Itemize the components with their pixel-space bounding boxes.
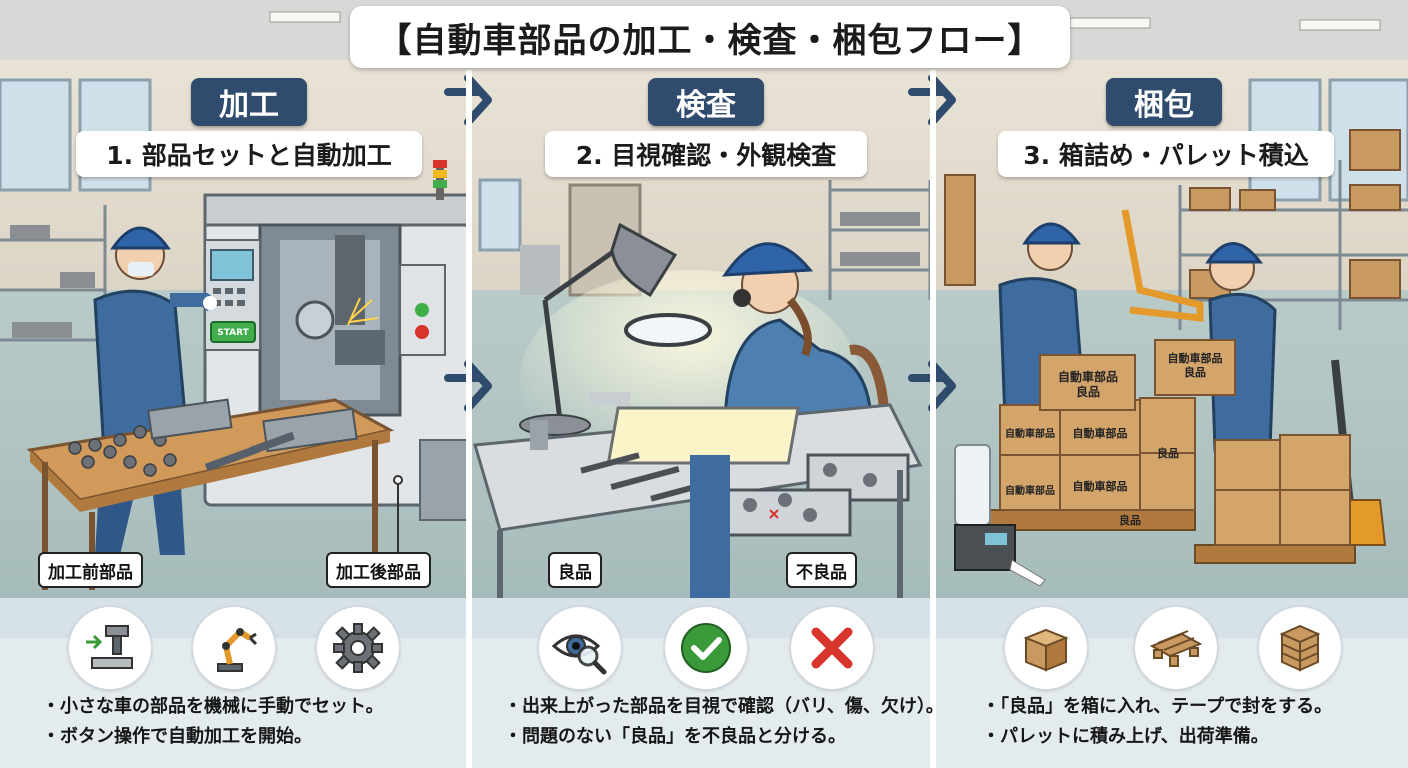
bullet-item: ・「良品」を箱に入れ、テープで封をする。 [982, 696, 1333, 717]
step-title-packing: 3. 箱詰め・パレット積込 [998, 131, 1334, 177]
check-icon [664, 606, 748, 690]
bullet-item: ・パレットに積み上げ、出荷準備。 [982, 726, 1269, 747]
label-defective-parts: 不良品 [786, 552, 857, 588]
bullet-item: ・ボタン操作で自動加工を開始。 [42, 726, 312, 747]
bullet-item: ・問題のない「良品」を不良品と分ける。 [504, 726, 846, 747]
step-title-inspection: 2. 目視確認・外観検査 [545, 131, 867, 177]
box-label: 良品 [1157, 447, 1179, 460]
box-label: 自動車部品良品 [1057, 370, 1118, 399]
label-processed-parts: 加工後部品 [326, 552, 431, 588]
label-unprocessed-parts: 加工前部品 [38, 552, 143, 588]
start-button: START [217, 328, 249, 338]
box-label: 自動車部品 [1072, 427, 1128, 440]
box-label: 自動車部品 [1005, 486, 1055, 497]
page-title: 【自動車部品の加工・検査・梱包フロー】 [350, 6, 1070, 68]
bullets-inspection: ・出来上がった部品を目視で確認（バリ、傷、欠け）。 ・問題のない「良品」を不良品… [504, 692, 944, 752]
step-title-machining: 1. 部品セットと自動加工 [76, 131, 422, 177]
cross-icon [790, 606, 874, 690]
box-icon [1004, 606, 1088, 690]
box-label: 自動車部品 [1005, 429, 1055, 440]
gear-icon [316, 606, 400, 690]
section-divider [930, 70, 936, 768]
box-label: 自動車部品良品 [1167, 352, 1223, 379]
cnc-machine-icon [68, 606, 152, 690]
box-label: 自動車部品 [1072, 480, 1128, 493]
label-good-parts: 良品 [548, 552, 602, 588]
stage-tag-machining: 加工 [191, 78, 307, 126]
pallet-icon [1134, 606, 1218, 690]
stacked-boxes-icon [1258, 606, 1342, 690]
bullet-item: ・出来上がった部品を目視で確認（バリ、傷、欠け）。 [504, 696, 944, 717]
stage-tag-inspection: 検査 [648, 78, 764, 126]
eye-magnifier-icon [538, 606, 622, 690]
bullets-packing: ・「良品」を箱に入れ、テープで封をする。 ・パレットに積み上げ、出荷準備。 [982, 692, 1332, 752]
bullets-machining: ・小さな車の部品を機械に手動でセット。 ・ボタン操作で自動加工を開始。 [42, 692, 384, 752]
section-divider [466, 70, 472, 768]
robot-arm-icon [192, 606, 276, 690]
bullet-item: ・小さな車の部品を機械に手動でセット。 [42, 696, 384, 717]
stage-tag-packing: 梱包 [1106, 78, 1222, 126]
box-label: 良品 [1119, 514, 1141, 527]
flow-arrow-icon [444, 74, 956, 412]
